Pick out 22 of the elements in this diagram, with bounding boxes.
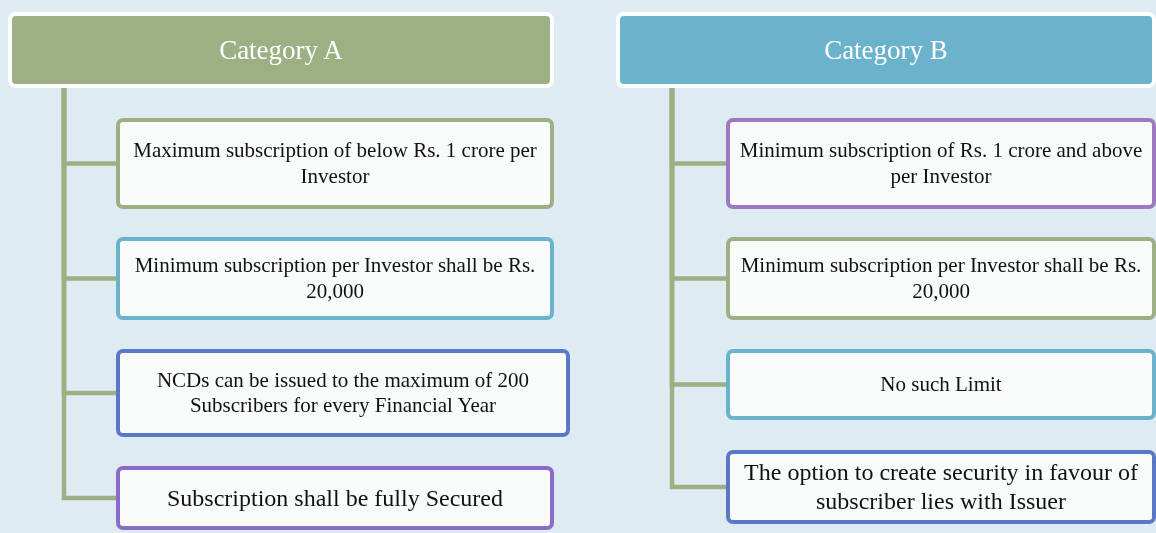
box-text: NCDs can be issued to the maximum of 200 Subscribers for every Financial Year xyxy=(155,367,531,419)
item-box xyxy=(116,118,554,209)
box-text: Category B xyxy=(824,34,948,66)
category-header xyxy=(8,12,554,88)
item-box xyxy=(726,349,1156,420)
connector-line xyxy=(669,88,726,490)
box-text: Maximum subscription of below Rs. 1 crore per Investor xyxy=(132,138,538,189)
item-box xyxy=(726,118,1156,209)
box-text: The option to create security in favour of subscriber lies with Issuer xyxy=(743,458,1139,516)
box-text: Minimum subscription per Investor shall be Rs. 20,000 xyxy=(739,253,1143,304)
item-box xyxy=(726,450,1156,524)
item-box xyxy=(116,349,570,437)
box-text: Category A xyxy=(219,34,343,66)
box-text: Minimum subscription of Rs. 1 crore and above per Investor xyxy=(738,138,1144,189)
box-text: No such Limit xyxy=(880,371,1002,398)
category-header xyxy=(616,12,1156,88)
item-box xyxy=(726,237,1156,320)
box-text: Minimum subscription per Investor shall be Rs. 20,000 xyxy=(133,253,537,304)
box-text: Subscription shall be fully Secured xyxy=(167,483,503,513)
item-box xyxy=(116,466,554,530)
connector-line xyxy=(61,88,116,501)
item-box xyxy=(116,237,554,320)
